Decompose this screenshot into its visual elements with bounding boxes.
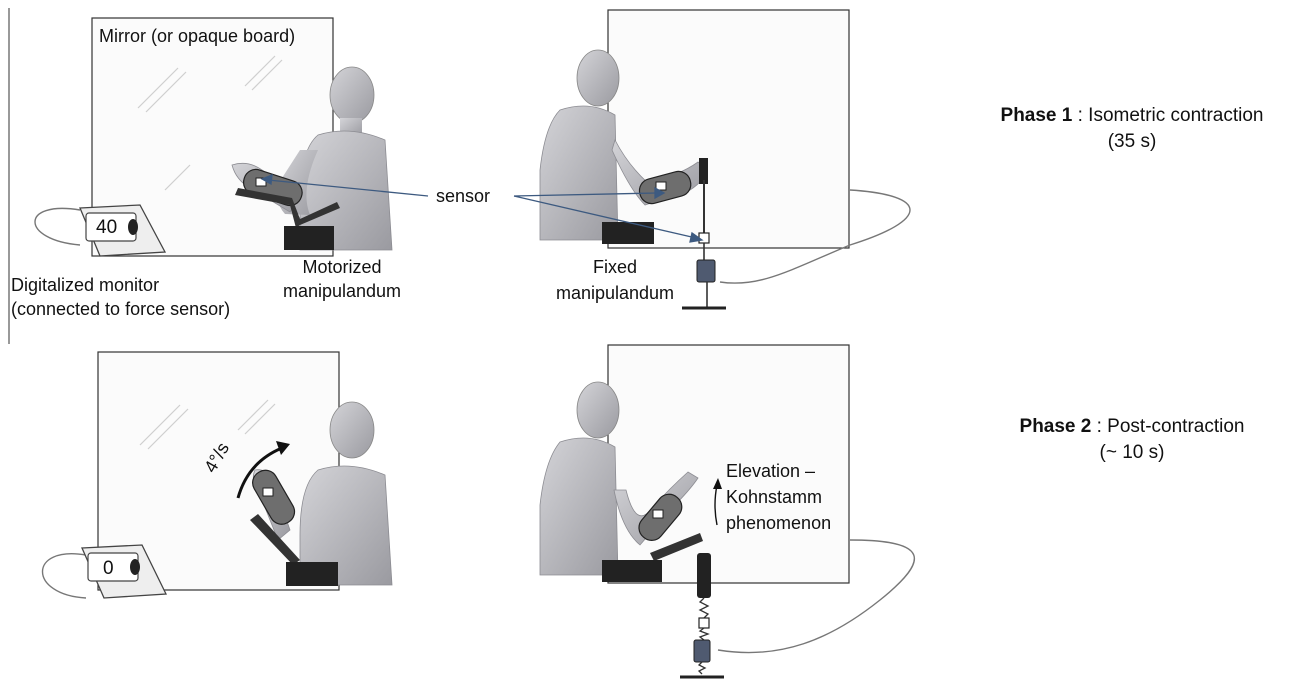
elevation-label-line2: Kohnstamm xyxy=(726,487,823,507)
phase2-motorized-setup: 0 4°/s xyxy=(42,351,393,599)
phase1-label: Phase 1 xyxy=(1000,105,1073,126)
elevation-label-line1: Elevation – xyxy=(726,461,816,481)
mirror-reflection-marks xyxy=(139,399,276,450)
mirror-label: Mirror (or opaque board) xyxy=(99,26,296,46)
fixed-manipulandum xyxy=(602,158,726,310)
phase1-caption: Phase 1 : Isometric contraction (35 s) xyxy=(962,103,1302,155)
digital-monitor: 40 xyxy=(79,204,167,257)
fixed-manipulandum xyxy=(602,493,724,679)
rotation-arrowhead xyxy=(276,441,290,455)
motorized-label-line2: manipulandum xyxy=(282,281,402,301)
monitor-label-line1: Digitalized monitor xyxy=(11,275,160,295)
phase1-duration: (35 s) xyxy=(1107,131,1157,152)
motorized-manipulandum xyxy=(235,168,340,250)
motorized-manipulandum xyxy=(250,469,338,586)
fixed-label-line2: manipulandum xyxy=(555,283,675,303)
sensor-arrows xyxy=(260,173,704,243)
elevation-arrowhead xyxy=(713,478,722,489)
motorized-label-line1: Motorized xyxy=(302,257,382,277)
mirror-board xyxy=(607,9,850,249)
mirror-board xyxy=(607,344,850,584)
phase2-label: Phase 2 xyxy=(1019,416,1092,437)
phase2-caption: Phase 2 : Post-contraction (~ 10 s) xyxy=(962,414,1302,466)
monitor-cable xyxy=(42,553,87,599)
mirror-reflection-marks xyxy=(137,55,283,191)
monitor-reading: 0 xyxy=(103,558,114,579)
sensor-cable xyxy=(717,539,916,654)
fixed-label-line1: Fixed xyxy=(592,257,637,277)
elevation-label-line3: phenomenon xyxy=(726,513,832,533)
monitor-cable xyxy=(34,207,81,246)
phase1-motorized-setup: 40 xyxy=(34,17,393,257)
phase2-fixed-setup xyxy=(539,344,916,679)
phase2-description: : Post-contraction xyxy=(1096,416,1245,437)
phase2-duration: (~ 10 s) xyxy=(1099,442,1165,463)
rotation-arrow xyxy=(236,446,283,499)
monitor-reading: 40 xyxy=(96,217,117,238)
monitor-label-line2: (connected to force sensor) xyxy=(11,299,231,319)
digital-monitor: 0 xyxy=(81,544,168,599)
sensor-cable xyxy=(719,189,911,284)
sensor-label: sensor xyxy=(436,186,491,206)
phase1-description: : Isometric contraction xyxy=(1077,105,1264,126)
